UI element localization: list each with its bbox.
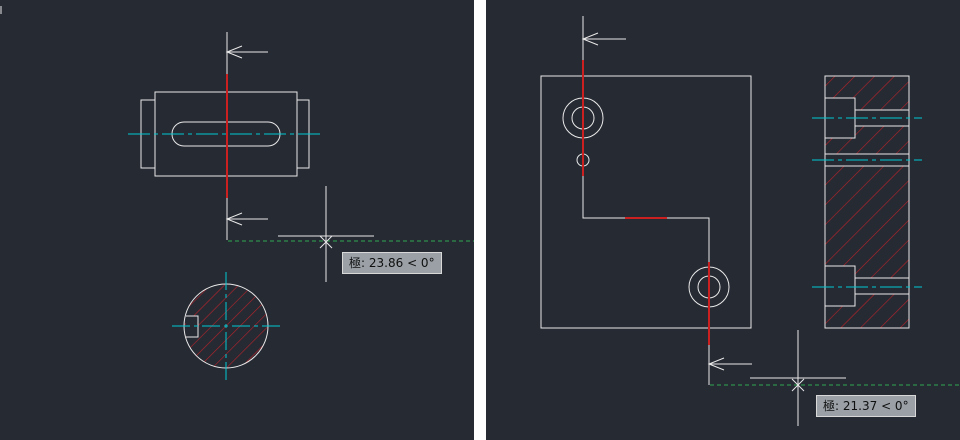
section-centerlines — [812, 117, 922, 288]
plate-section-view[interactable] — [824, 75, 910, 329]
section-outline — [824, 75, 910, 329]
right-viewport[interactable]: 極: 21.37 < 0° — [486, 0, 960, 440]
polar-tooltip: 極: 23.86 < 0° — [342, 252, 442, 274]
polar-tooltip: 極: 21.37 < 0° — [816, 395, 916, 417]
polar-angle: < 0° — [881, 399, 909, 413]
section-arrow-bottom — [707, 357, 752, 371]
section-line-b[interactable] — [581, 16, 752, 385]
plate-front-view[interactable] — [540, 75, 752, 329]
counterbore-bottom — [825, 265, 856, 307]
polar-distance: 23.86 — [368, 256, 404, 270]
section-arrow-top — [581, 32, 626, 46]
polar-prefix: 極: — [349, 256, 366, 270]
polar-prefix: 極: — [823, 399, 840, 413]
left-viewport[interactable]: 極: 23.86 < 0° — [0, 0, 474, 440]
polar-distance: 21.37 — [842, 399, 878, 413]
section-arrow-bottom — [225, 212, 268, 226]
crosshair-cursor — [750, 330, 846, 426]
polar-angle: < 0° — [407, 256, 435, 270]
plate-outline — [540, 75, 752, 329]
right-drawing-canvas[interactable] — [486, 0, 960, 440]
crosshair-cursor — [278, 186, 374, 282]
left-drawing-canvas[interactable] — [0, 0, 474, 440]
section-arrow-top — [225, 45, 268, 59]
section-line-a[interactable] — [225, 32, 268, 240]
